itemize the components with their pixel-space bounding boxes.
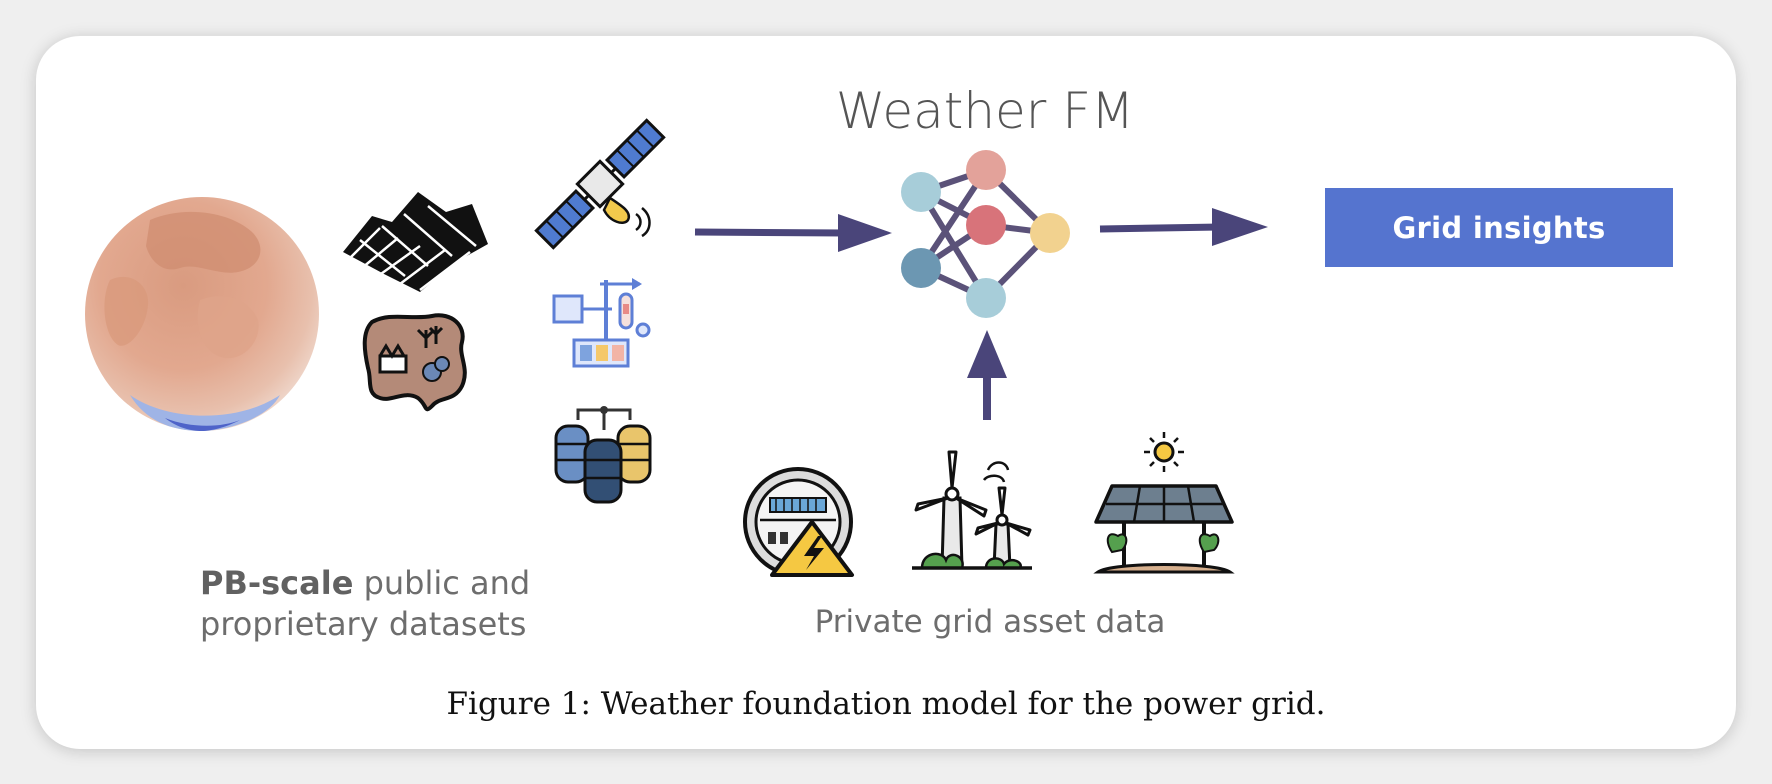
node-input-2 [901,248,941,288]
input-arrow [694,214,892,252]
weather-station-icon [552,278,651,368]
figure-card [36,36,1736,749]
figure-caption: Figure 1: Weather foundation model for t… [446,686,1326,722]
model-title: Weather FM [835,82,1135,140]
land-use-map-icon [362,313,467,412]
output-arrow [1099,208,1268,246]
network-nodes [901,150,1070,318]
datasets-label-line2: proprietary datasets [200,605,527,643]
node-hidden-3 [966,278,1006,318]
globe-heatmap-icon [85,197,319,431]
database-servers-icon [554,406,652,504]
node-hidden-2 [966,205,1006,245]
datasets-label: PB-scale public and proprietary datasets [200,563,540,645]
private-data-arrow [967,330,1007,420]
node-input-1 [901,172,941,212]
datasets-label-line1-rest: public and [353,564,531,602]
wind-turbines-icon [912,450,1032,570]
satellite-icon [534,118,666,250]
node-hidden-1 [966,150,1006,190]
grid-insights-box: Grid insights [1325,188,1673,267]
solar-panel-icon [1093,432,1235,574]
terrain-mesh-icon [343,192,488,292]
datasets-label-bold: PB-scale [200,564,354,602]
electric-meter-icon [743,467,854,577]
private-grid-label: Private grid asset data [814,604,1166,640]
grid-insights-label: Grid insights [1392,210,1606,245]
node-output [1030,213,1070,253]
